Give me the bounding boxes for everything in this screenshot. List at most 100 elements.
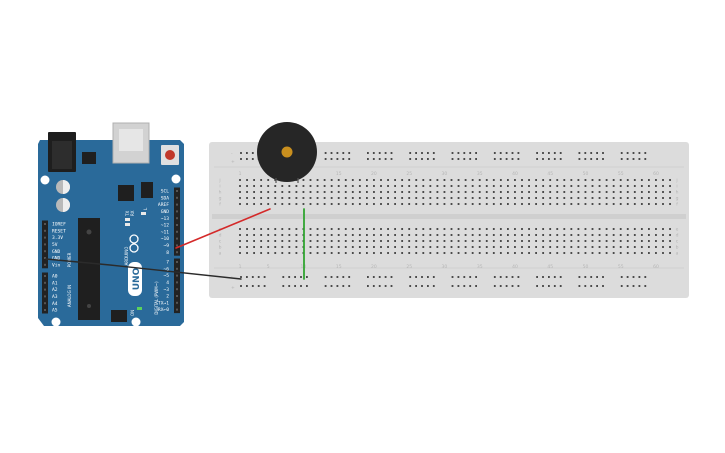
breadboard-hole[interactable]: [626, 203, 629, 205]
breadboard-hole[interactable]: [351, 252, 354, 254]
breadboard-hole[interactable]: [295, 246, 298, 248]
breadboard-hole[interactable]: [549, 191, 552, 193]
breadboard-hole[interactable]: [295, 234, 298, 236]
breadboard-hole[interactable]: [246, 179, 248, 181]
breadboard-hole[interactable]: [380, 246, 382, 248]
rail-hole[interactable]: [336, 152, 339, 154]
breadboard-hole[interactable]: [295, 191, 298, 193]
breadboard-hole[interactable]: [514, 252, 516, 254]
breadboard-hole[interactable]: [640, 197, 643, 199]
breadboard-hole[interactable]: [429, 191, 432, 193]
breadboard-hole[interactable]: [408, 179, 411, 181]
breadboard-hole[interactable]: [387, 252, 389, 254]
breadboard-hole[interactable]: [464, 234, 467, 236]
header-pin[interactable]: [176, 237, 178, 240]
header-pin[interactable]: [176, 196, 178, 199]
breadboard-hole[interactable]: [443, 252, 446, 254]
rail-hole[interactable]: [342, 152, 345, 154]
breadboard-hole[interactable]: [394, 240, 396, 242]
breadboard-hole[interactable]: [507, 228, 509, 230]
breadboard-hole[interactable]: [337, 203, 340, 205]
breadboard-hole[interactable]: [535, 191, 537, 193]
breadboard-hole[interactable]: [577, 203, 580, 205]
breadboard-hole[interactable]: [344, 203, 347, 205]
rail-hole[interactable]: [499, 285, 502, 287]
breadboard-hole[interactable]: [605, 179, 608, 181]
rail-hole[interactable]: [511, 276, 514, 278]
rail-hole[interactable]: [517, 276, 520, 278]
breadboard-hole[interactable]: [267, 203, 270, 205]
breadboard-hole[interactable]: [457, 228, 460, 230]
breadboard-hole[interactable]: [373, 246, 375, 248]
breadboard-hole[interactable]: [633, 246, 636, 248]
breadboard-hole[interactable]: [584, 240, 587, 242]
header-pin[interactable]: [176, 267, 178, 270]
breadboard-hole[interactable]: [655, 197, 657, 199]
breadboard-hole[interactable]: [598, 240, 601, 242]
rail-hole[interactable]: [493, 285, 496, 287]
breadboard-hole[interactable]: [655, 252, 657, 254]
breadboard-hole[interactable]: [584, 185, 587, 187]
breadboard-hole[interactable]: [323, 179, 326, 181]
breadboard-hole[interactable]: [563, 240, 566, 242]
breadboard-hole[interactable]: [450, 246, 453, 248]
rail-hole[interactable]: [324, 285, 327, 287]
rail-hole[interactable]: [626, 158, 629, 160]
breadboard-hole[interactable]: [358, 179, 361, 181]
breadboard-hole[interactable]: [542, 240, 545, 242]
rail-hole[interactable]: [511, 152, 514, 154]
rail-hole[interactable]: [553, 276, 556, 278]
rail-hole[interactable]: [324, 152, 327, 154]
breadboard-hole[interactable]: [669, 179, 671, 181]
breadboard-hole[interactable]: [648, 185, 650, 187]
breadboard-hole[interactable]: [640, 203, 643, 205]
rail-hole[interactable]: [421, 152, 423, 154]
rail-hole[interactable]: [620, 276, 623, 278]
rail-hole[interactable]: [324, 276, 327, 278]
breadboard-hole[interactable]: [394, 197, 396, 199]
rail-hole[interactable]: [390, 158, 393, 160]
breadboard-hole[interactable]: [549, 185, 552, 187]
rail-hole[interactable]: [300, 285, 302, 287]
rail-hole[interactable]: [602, 276, 604, 278]
breadboard-hole[interactable]: [309, 228, 312, 230]
breadboard-hole[interactable]: [288, 228, 291, 230]
breadboard-hole[interactable]: [260, 185, 263, 187]
breadboard-hole[interactable]: [450, 203, 453, 205]
breadboard-hole[interactable]: [394, 191, 396, 193]
breadboard-hole[interactable]: [351, 179, 354, 181]
breadboard-hole[interactable]: [535, 179, 537, 181]
rail-hole[interactable]: [306, 285, 308, 287]
breadboard-hole[interactable]: [655, 191, 657, 193]
rail-hole[interactable]: [288, 276, 291, 278]
breadboard-hole[interactable]: [330, 179, 333, 181]
breadboard-hole[interactable]: [387, 203, 389, 205]
breadboard-hole[interactable]: [640, 234, 643, 236]
breadboard-hole[interactable]: [485, 185, 488, 187]
breadboard-hole[interactable]: [288, 191, 291, 193]
rail-hole[interactable]: [367, 152, 369, 154]
rail-hole[interactable]: [342, 276, 345, 278]
breadboard-hole[interactable]: [344, 197, 347, 199]
breadboard-hole[interactable]: [563, 234, 566, 236]
breadboard-hole[interactable]: [662, 203, 664, 205]
rail-hole[interactable]: [626, 152, 629, 154]
rail-hole[interactable]: [282, 276, 285, 278]
rail-hole[interactable]: [578, 158, 581, 160]
rail-hole[interactable]: [469, 276, 472, 278]
breadboard-hole[interactable]: [323, 191, 326, 193]
breadboard-hole[interactable]: [528, 234, 530, 236]
breadboard-hole[interactable]: [612, 228, 615, 230]
breadboard-hole[interactable]: [570, 191, 573, 193]
breadboard-hole[interactable]: [246, 197, 248, 199]
breadboard-hole[interactable]: [373, 234, 375, 236]
breadboard-hole[interactable]: [323, 234, 326, 236]
breadboard-hole[interactable]: [535, 203, 537, 205]
breadboard-hole[interactable]: [499, 240, 502, 242]
header-pin[interactable]: [176, 295, 178, 297]
breadboard-hole[interactable]: [260, 246, 263, 248]
breadboard-hole[interactable]: [246, 234, 248, 236]
rail-hole[interactable]: [469, 285, 472, 287]
breadboard-hole[interactable]: [387, 179, 389, 181]
rail-hole[interactable]: [475, 285, 477, 287]
